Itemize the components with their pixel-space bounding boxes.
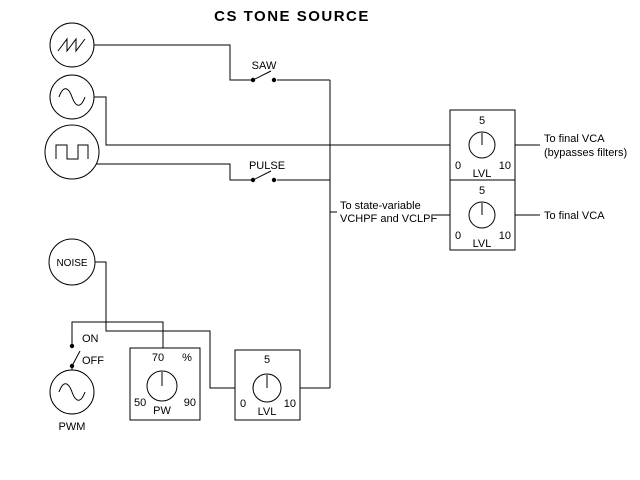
- sine-output-line1: To final VCA: [544, 133, 605, 145]
- wire-pwm-to-pw-box: [71, 321, 164, 348]
- pulse-oscillator: [44, 124, 100, 180]
- pw-knob-max: 90: [184, 397, 196, 409]
- noise-level-knob-box: 5 0 10 LVL: [234, 349, 301, 421]
- filter-level-knob-box: 5 0 10 LVL: [449, 179, 516, 251]
- filter-level-max: 10: [499, 230, 511, 242]
- sine-level-knob-box: 5 0 10 LVL: [449, 109, 516, 181]
- pw-knob-min: 50: [134, 397, 146, 409]
- sine-level-min: 0: [455, 160, 461, 172]
- wire-noise-to-level: [95, 261, 235, 389]
- sine-wave-icon: [58, 88, 86, 106]
- pwm-switch-lever: [71, 350, 81, 367]
- pulse-switch-contact-right: [271, 177, 277, 183]
- saw-oscillator: [49, 22, 95, 68]
- pw-knob-value: 70: [152, 352, 164, 364]
- noise-source: NOISE: [48, 238, 96, 286]
- noise-level-value: 5: [264, 354, 270, 366]
- square-wave-icon: [55, 144, 89, 160]
- pw-knob-box: 70 % 50 90 PW: [129, 347, 201, 421]
- filter-output-annotation: To final VCA: [544, 210, 605, 222]
- pwm-switch-off-label: OFF: [82, 355, 104, 367]
- pwm-switch-on-label: ON: [82, 333, 99, 345]
- pulse-oscillator-circle: [44, 124, 100, 180]
- pwm-on-off-switch: ON OFF: [69, 333, 104, 369]
- filter-level-value: 5: [479, 185, 485, 197]
- saw-switch-contact-right: [271, 77, 277, 83]
- wire-saw: [94, 44, 251, 81]
- pwm-switch-contact-top: [69, 343, 75, 349]
- saw-switch-lever: [252, 70, 272, 81]
- pw-knob-unit: %: [182, 352, 192, 364]
- sine-level-label: LVL: [473, 168, 492, 180]
- sine-level-value: 5: [479, 115, 485, 127]
- sine-level-max: 10: [499, 160, 511, 172]
- sine-output-annotation: To final VCA (bypasses filters): [544, 133, 627, 159]
- filter-output-line1: To final VCA: [544, 210, 605, 222]
- noise-source-circle: [48, 238, 96, 286]
- saw-switch: SAW: [250, 60, 277, 83]
- noise-level-max: 10: [284, 398, 296, 410]
- page-title: CS TONE SOURCE: [214, 8, 370, 25]
- noise-level-min: 0: [240, 398, 246, 410]
- to-filters-annotation: To state-variable VCHPF and VCLPF: [340, 200, 437, 225]
- pw-knob-label: PW: [153, 405, 171, 417]
- wire-sine-to-level: [94, 96, 450, 146]
- sine-oscillator: [49, 74, 95, 120]
- pwm-label: PWM: [59, 421, 86, 433]
- pwm-lfo: PWM: [49, 369, 95, 433]
- pwm-sine-wave-icon: [58, 383, 86, 401]
- pulse-switch-label: PULSE: [249, 160, 285, 172]
- pulse-switch: PULSE: [249, 160, 285, 183]
- pulse-switch-lever: [252, 170, 272, 181]
- to-filters-line2: VCHPF and VCLPF: [340, 213, 437, 225]
- wire-pulse: [96, 163, 251, 181]
- filter-level-min: 0: [455, 230, 461, 242]
- saw-wave-icon: [57, 37, 86, 53]
- noise-label: NOISE: [56, 258, 87, 269]
- saw-switch-label: SAW: [252, 60, 277, 72]
- to-filters-line1: To state-variable: [340, 200, 421, 212]
- noise-level-label: LVL: [258, 406, 277, 418]
- sine-output-line2: (bypasses filters): [544, 147, 627, 159]
- filter-level-label: LVL: [473, 238, 492, 250]
